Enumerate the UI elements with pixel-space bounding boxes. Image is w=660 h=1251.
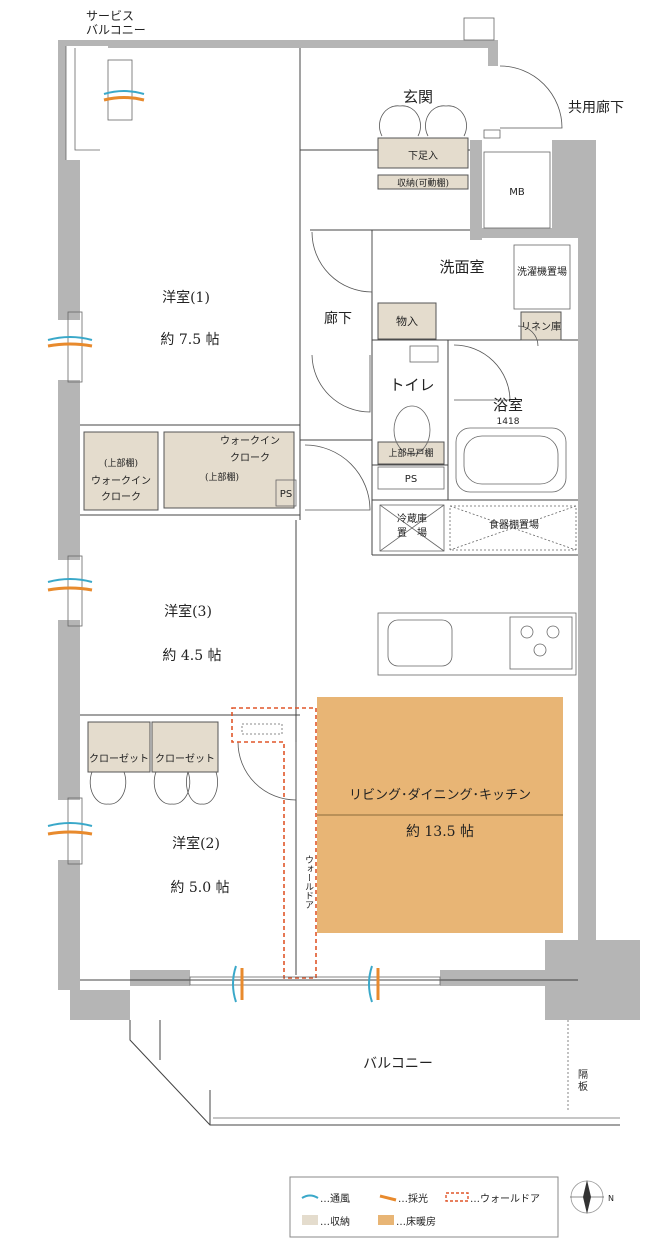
dish-shelf xyxy=(449,505,577,551)
ventilation-mark xyxy=(47,336,93,341)
legend-lighting: …採光 xyxy=(398,1192,428,1205)
legend-box xyxy=(289,1176,559,1238)
closet-1 xyxy=(87,721,151,773)
legend-storage: …収納 xyxy=(320,1215,350,1228)
label-partition-1: 隔 xyxy=(578,1069,588,1081)
label-shoe-storage: 下足入 xyxy=(408,150,438,162)
label-wic1-upper: (上部棚) xyxy=(104,457,138,469)
walls xyxy=(58,40,640,1020)
legend: …通風 …採光 …ウォールドア …収納 …床暖房 xyxy=(289,1176,559,1238)
walk-in-closet-2 xyxy=(163,431,295,509)
ventilation-mark xyxy=(47,578,93,583)
label-wic1-name1: ウォークイン xyxy=(91,475,151,487)
ventilation-mark xyxy=(368,965,373,1003)
legend-wall-door: …ウォールドア xyxy=(470,1193,540,1205)
fixtures xyxy=(275,17,577,676)
compass-label: N xyxy=(608,1194,614,1203)
cooktop xyxy=(509,616,573,670)
label-common-corridor: 共用廊下 xyxy=(568,99,624,116)
label-entrance: 玄関 xyxy=(403,88,433,106)
label-dish-shelf: 食器棚置場 xyxy=(489,518,539,531)
label-wic2-upper: (上部棚) xyxy=(205,471,239,483)
storage-shelf xyxy=(377,174,469,190)
legend-wall-door-icon xyxy=(445,1192,469,1202)
closet-2 xyxy=(151,721,219,773)
label-storage-shelf: 収納(可動棚) xyxy=(397,177,449,189)
legend-ventilation: …通風 xyxy=(320,1193,350,1205)
label-bath-size: 1418 xyxy=(497,417,520,427)
label-toilet: トイレ xyxy=(389,376,434,394)
label-closet-1: クローゼット xyxy=(89,753,149,765)
toilet-tank xyxy=(409,345,439,363)
fridge-space xyxy=(379,504,445,552)
legend-lighting-icon xyxy=(379,1194,397,1202)
label-western3-size: 約 4.5 帖 xyxy=(162,648,221,664)
label-wic2-name2: クローク xyxy=(230,452,270,464)
vent-light-marks xyxy=(47,90,380,1003)
sink xyxy=(387,619,453,667)
compass-needle-icon xyxy=(583,1180,591,1214)
lighting-mark xyxy=(103,96,145,102)
mb-box xyxy=(483,151,551,229)
linen-storage xyxy=(520,311,562,341)
lighting-mark xyxy=(47,830,93,836)
compass: N xyxy=(570,1180,614,1214)
label-bath: 浴室 xyxy=(493,396,523,414)
label-balcony: バルコニー xyxy=(363,1056,433,1072)
walk-in-closet-1 xyxy=(83,431,159,511)
shoe-storage xyxy=(377,137,469,169)
ventilation-mark xyxy=(47,822,93,827)
label-western3-name: 洋室(3) xyxy=(164,603,212,620)
label-closet-2: クローゼット xyxy=(155,753,215,765)
label-ps-2: PS xyxy=(280,489,292,500)
label-western2-name: 洋室(2) xyxy=(172,835,220,852)
bathtub-inner xyxy=(463,435,559,485)
legend-storage-icon xyxy=(302,1215,318,1225)
laundry-space xyxy=(513,244,571,310)
label-ps-1: PS xyxy=(405,474,417,485)
interior-lines xyxy=(65,46,620,1126)
label-ldk-size: 約 13.5 帖 xyxy=(406,824,474,840)
ventilation-mark xyxy=(103,90,145,95)
label-partition-2: 板 xyxy=(578,1080,588,1093)
bathtub xyxy=(455,427,567,493)
lighting-mark xyxy=(47,586,93,592)
door-swings xyxy=(89,65,563,805)
label-service-balcony-1: サービスバルコニー xyxy=(86,9,146,37)
label-western2-size: 約 5.0 帖 xyxy=(170,880,229,896)
label-linen: リネン庫 xyxy=(521,320,561,333)
ventilation-mark xyxy=(232,965,237,1003)
label-wic1-name2: クローク xyxy=(101,491,141,503)
toilet-bowl xyxy=(393,405,431,455)
label-upper-cabinet: 上部吊戸棚 xyxy=(388,447,433,459)
lighting-mark xyxy=(47,342,93,348)
wall-door-outline xyxy=(231,707,317,979)
upper-cabinet xyxy=(377,441,445,465)
storage-areas xyxy=(83,137,562,773)
label-washroom: 洗面室 xyxy=(439,258,484,276)
mono-closet xyxy=(377,302,437,340)
label-fridge-2: 置 場 xyxy=(397,526,427,539)
label-wic2-name1: ウォークイン xyxy=(220,435,280,447)
label-ldk-name: リビング･ダイニング･キッチン xyxy=(349,788,531,803)
label-mb: MB xyxy=(509,187,525,198)
label-laundry: 洗濯機置場 xyxy=(517,265,567,278)
label-hallway: 廊下 xyxy=(324,310,352,327)
room-labels: サービスバルコニー 玄関 共用廊下 下足入 収納(可動棚) MB 洋室(1) 約… xyxy=(86,9,624,1093)
label-mono-closet: 物入 xyxy=(396,314,418,328)
label-western1-name: 洋室(1) xyxy=(162,289,210,306)
legend-floor-heating-icon xyxy=(378,1215,394,1225)
kitchen-counter xyxy=(377,612,577,676)
label-wall-door-vertical: ウォールドア xyxy=(303,855,314,909)
legend-floor-heating: …床暖房 xyxy=(396,1215,436,1228)
legend-ventilation-icon xyxy=(301,1194,319,1199)
label-fridge-1: 冷蔵庫 xyxy=(397,512,427,525)
label-western1-size: 約 7.5 帖 xyxy=(160,332,219,348)
